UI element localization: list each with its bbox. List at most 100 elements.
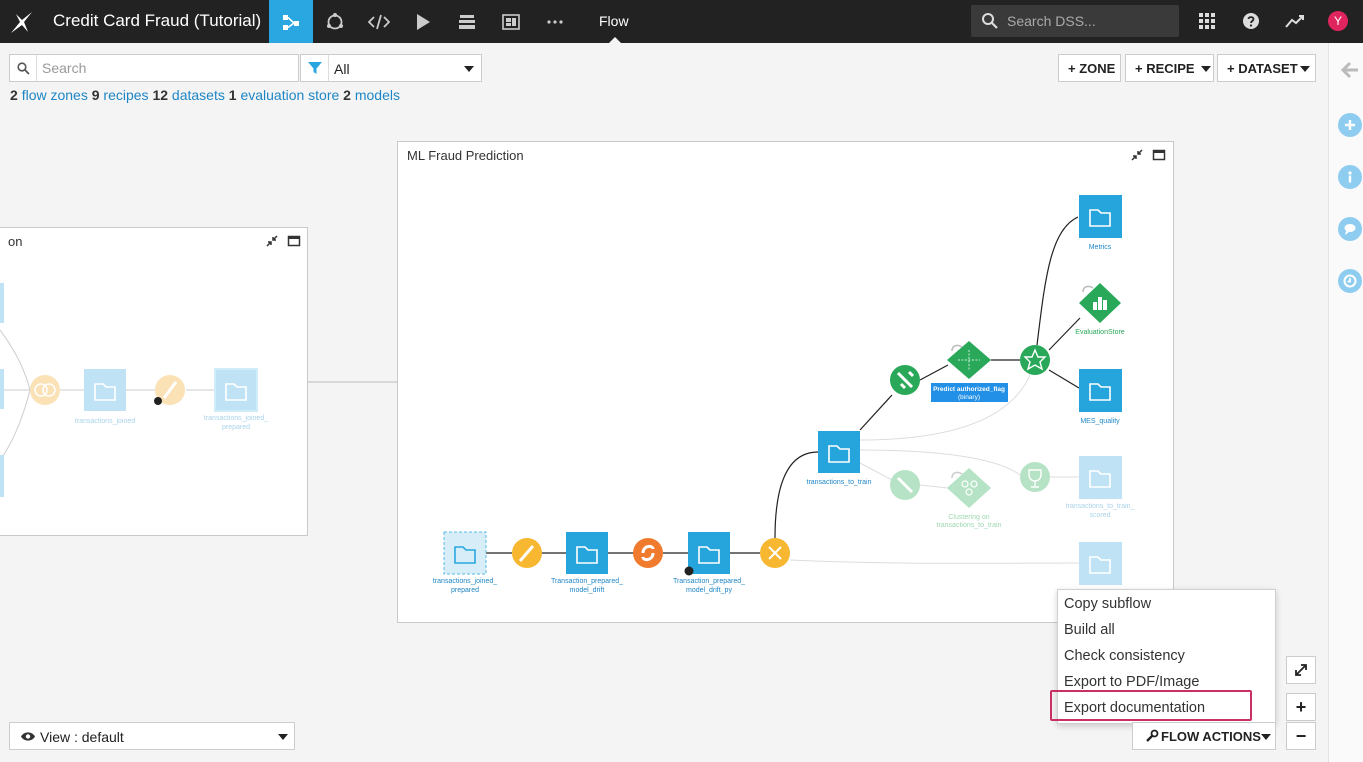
folder-icon [1089, 556, 1111, 574]
current-section-label: Flow [599, 13, 629, 29]
grid-icon [1199, 13, 1215, 29]
add-icon[interactable] [1338, 113, 1362, 137]
node-label: MES_quality [1080, 418, 1120, 425]
add-dataset-label: + DATASET [1227, 60, 1298, 76]
menu-item-build-all[interactable]: Build all [1064, 622, 1115, 638]
add-dataset-button[interactable]: + DATASET [1217, 54, 1316, 82]
folder-icon [1089, 209, 1111, 227]
menu-item-copy-subflow[interactable]: Copy subflow [1064, 596, 1152, 612]
plus-glyph [1345, 120, 1355, 130]
trophy-icon [1028, 469, 1042, 488]
menu-item-export-pdf[interactable]: Export to PDF/Image [1064, 674, 1200, 690]
shared-icon [951, 344, 963, 352]
add-recipe-button[interactable]: + RECIPE [1125, 54, 1214, 82]
user-avatar[interactable]: Y [1328, 11, 1348, 31]
node-label: Clustering on [948, 514, 989, 521]
maximize-zone-icon[interactable] [1152, 148, 1166, 162]
dataset-node-transactions-to-train[interactable] [818, 431, 860, 473]
deploy-nav-button[interactable] [445, 0, 489, 43]
run-nav-button[interactable] [401, 0, 445, 43]
more-nav-button[interactable] [533, 0, 577, 43]
code-nav-button[interactable] [357, 0, 401, 43]
dataset-node-source[interactable] [443, 531, 487, 575]
dataset-node-transactions-joined-prepared[interactable] [214, 368, 258, 412]
play-icon [417, 13, 430, 30]
folder-icon [828, 445, 850, 463]
view-select[interactable]: View : default [9, 722, 295, 750]
dataset-node-metrics[interactable] [1079, 195, 1122, 238]
python-recipe-node[interactable] [633, 538, 663, 568]
main-zone-title: ML Fraud Prediction [407, 148, 524, 163]
dss-bird-logo[interactable] [8, 8, 36, 36]
join-recipe-node[interactable] [30, 375, 60, 405]
comment-badge-icon [154, 397, 162, 405]
clustering-icon [961, 480, 978, 496]
flow-nav-button[interactable] [269, 0, 313, 43]
node-label: transactions_joined [75, 418, 135, 425]
dashboard-nav-button[interactable] [489, 0, 533, 43]
score-recipe-node-faded[interactable] [1020, 462, 1050, 492]
node-label: Transaction_prepared_ [673, 578, 745, 585]
collapse-zone-icon[interactable] [1130, 148, 1144, 162]
dataset-node[interactable] [0, 455, 4, 497]
flow-icon [283, 14, 299, 30]
dataset-node-scored[interactable] [1079, 456, 1122, 499]
menu-item-check-consistency[interactable]: Check consistency [1064, 648, 1185, 664]
node-label: Metrics [1089, 244, 1112, 251]
models-count: 2 [343, 87, 351, 103]
chevron-down-icon [1201, 66, 1211, 72]
dataset-node-mes-quality[interactable] [1079, 369, 1122, 412]
fit-to-screen-button[interactable] [1286, 656, 1316, 684]
apps-grid-button[interactable] [1196, 10, 1218, 32]
info-icon[interactable] [1338, 165, 1362, 189]
node-label: scored [1089, 512, 1110, 519]
folder-icon [454, 546, 476, 564]
lab-nav-button[interactable] [313, 0, 357, 43]
star-icon [1023, 348, 1047, 371]
add-zone-button[interactable]: + ZONE [1058, 54, 1121, 82]
flow-actions-button[interactable]: FLOW ACTIONS [1132, 722, 1276, 750]
zoom-out-button[interactable]: − [1286, 722, 1316, 750]
evaluation-store-icon [1093, 297, 1107, 310]
maximize-zone-icon[interactable] [287, 234, 301, 248]
node-label: prepared [222, 424, 250, 431]
timeline-icon[interactable] [1338, 269, 1362, 293]
shared-icon [951, 471, 963, 479]
dataset-node-model-drift[interactable] [566, 532, 608, 574]
left-zone-edges [0, 329, 215, 461]
collapse-zone-icon[interactable] [265, 234, 279, 248]
evaluate-recipe-node[interactable] [1020, 345, 1050, 375]
recipes-link[interactable]: recipes [103, 87, 149, 103]
flow-actions-menu: Copy subflow Build all Check consistency… [1057, 589, 1276, 724]
chevron-down-icon [1261, 734, 1271, 740]
flow-search-input[interactable] [42, 59, 292, 77]
project-title[interactable]: Credit Card Fraud (Tutorial) [53, 11, 262, 30]
zoom-in-button[interactable]: + [1286, 693, 1316, 721]
models-link[interactable]: models [354, 87, 400, 103]
flow-search-box[interactable] [9, 54, 299, 82]
activity-button[interactable] [1284, 10, 1306, 32]
node-label: model_drift_py [686, 587, 732, 594]
dataset-node[interactable] [0, 283, 4, 323]
global-search[interactable] [971, 5, 1179, 37]
dataset-node-faded[interactable] [1079, 542, 1122, 585]
datasets-count: 12 [152, 87, 169, 103]
help-button[interactable] [1240, 10, 1262, 32]
datasets-link[interactable]: datasets [171, 87, 225, 103]
discussion-icon[interactable] [1338, 217, 1362, 241]
dataset-node-transactions-joined[interactable] [84, 369, 126, 411]
folder-icon [94, 383, 116, 401]
menu-item-export-documentation[interactable]: Export documentation [1064, 700, 1206, 716]
dataset-node-model-drift-py[interactable] [688, 532, 730, 574]
collapse-arrow-icon[interactable] [1340, 60, 1360, 80]
flow-filter-select[interactable]: All [300, 54, 482, 82]
filter-icon-wrap [301, 55, 329, 81]
folder-icon [698, 546, 720, 564]
evaluation-count: 1 [228, 87, 237, 103]
dataset-node[interactable] [0, 369, 4, 409]
model-node-clustering[interactable] [947, 468, 991, 508]
global-search-input[interactable] [1007, 11, 1172, 31]
flow-zones-link[interactable]: flow zones [21, 87, 88, 103]
help-icon [1243, 13, 1259, 29]
evaluation-store-link[interactable]: evaluation store [240, 87, 340, 103]
